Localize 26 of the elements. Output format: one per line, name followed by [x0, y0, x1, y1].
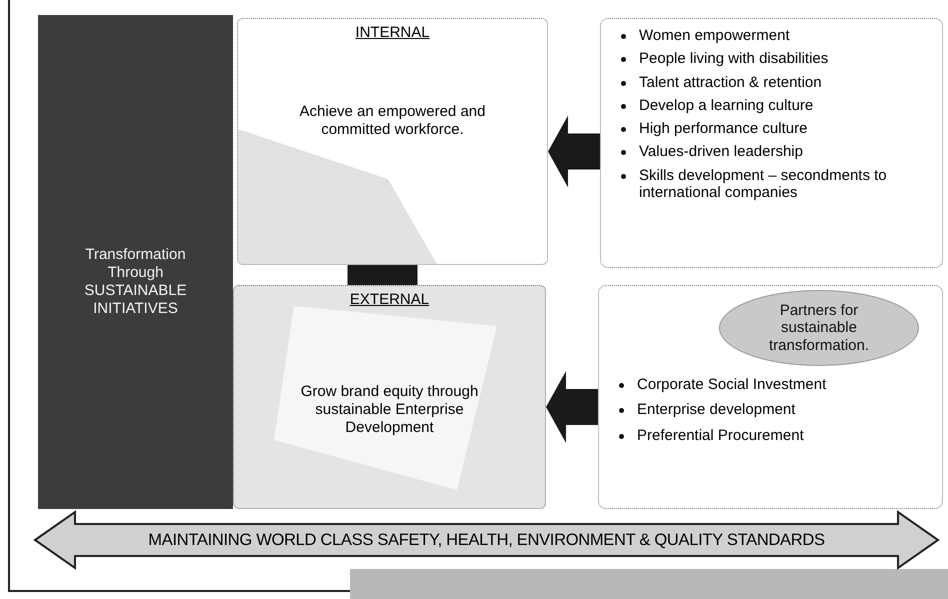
bullet-item: Develop a learning culture — [639, 96, 814, 114]
bullet-item: Corporate Social Investment — [637, 376, 826, 394]
connector-bar — [348, 265, 418, 285]
bullet-item: Enterprise development — [637, 401, 796, 418]
pillar-text: Transformation Through SUSTAINABLE INITIATIVES — [83, 246, 188, 318]
objective-panel — [233, 285, 546, 509]
list-box — [600, 18, 943, 268]
double-arrow-band — [35, 512, 938, 568]
ellipse-text: Partners for sustainable transformation. — [768, 302, 870, 354]
panel-heading: EXTERNAL — [350, 291, 430, 308]
bullet-item: People living with disabilities — [639, 50, 828, 68]
block-arrow — [548, 116, 600, 188]
list-box — [598, 285, 943, 509]
bullet-item: Skills development – secondments to international companies — [639, 166, 888, 201]
band-text: MAINTAINING WORLD CLASS SAFETY, HEALTH, ENVIRONMENT & QUALITY STANDARDS — [148, 530, 825, 550]
bullet-item: Talent attraction & retention — [639, 74, 822, 91]
bullet-item: Values-driven leadership — [639, 143, 803, 160]
objective-panel — [237, 18, 548, 265]
objective-text: Grow brand equity through sustainable Enterprise Development — [300, 383, 480, 437]
bullet-item: Women empowerment — [639, 27, 790, 44]
panel-heading: INTERNAL — [355, 24, 430, 41]
objective-text: Achieve an empowered and committed workforce. — [298, 103, 486, 139]
block-arrow — [546, 371, 598, 443]
bullet-item: High performance culture — [639, 120, 808, 138]
bullet-item: Preferential Procurement — [637, 426, 804, 444]
pillar-box — [38, 15, 233, 509]
